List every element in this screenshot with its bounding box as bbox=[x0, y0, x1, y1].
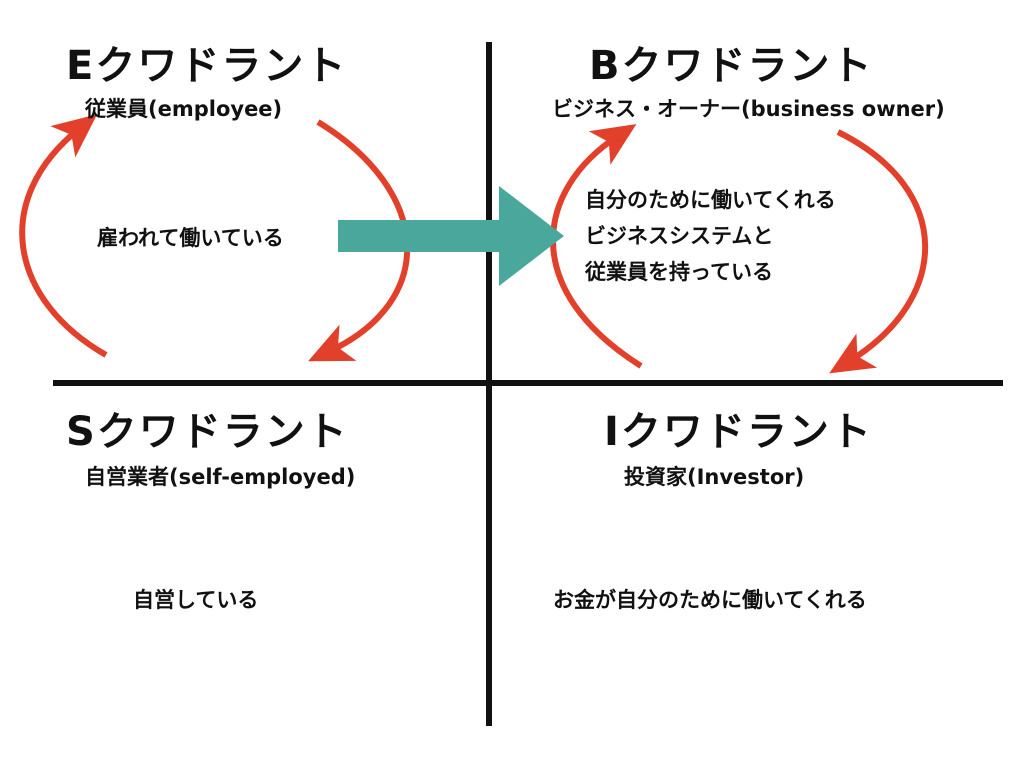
b-quadrant-description: 自分のために働いてくれる ビジネスシステムと 従業員を持っている bbox=[585, 182, 836, 290]
b-description-line-1: 自分のために働いてくれる bbox=[585, 188, 836, 212]
b-description-line-2: ビジネスシステムと bbox=[585, 224, 774, 248]
s-quadrant-title: Sクワドラント bbox=[66, 409, 349, 455]
i-quadrant-description: お金が自分のために働いてくれる bbox=[553, 588, 867, 612]
e-quadrant-subtitle: 従業員(employee) bbox=[85, 97, 283, 121]
b-cycle-arrow-right bbox=[829, 129, 928, 374]
e-cycle-arrow-left bbox=[19, 114, 108, 358]
s-quadrant-subtitle: 自営業者(self-employed) bbox=[85, 465, 356, 489]
b-quadrant-title: Bクワドラント bbox=[589, 43, 874, 89]
e-quadrant-title: Eクワドラント bbox=[66, 43, 348, 89]
e-to-b-transition-arrow bbox=[338, 186, 564, 286]
s-quadrant-description: 自営している bbox=[133, 588, 259, 612]
i-quadrant-title: Iクワドラント bbox=[604, 409, 873, 455]
b-description-line-3: 従業員を持っている bbox=[585, 260, 773, 284]
i-quadrant-subtitle: 投資家(Investor) bbox=[624, 465, 805, 489]
b-quadrant-subtitle: ビジネス・オーナー(business owner) bbox=[552, 97, 945, 121]
e-quadrant-description: 雇われて働いている bbox=[97, 226, 284, 250]
